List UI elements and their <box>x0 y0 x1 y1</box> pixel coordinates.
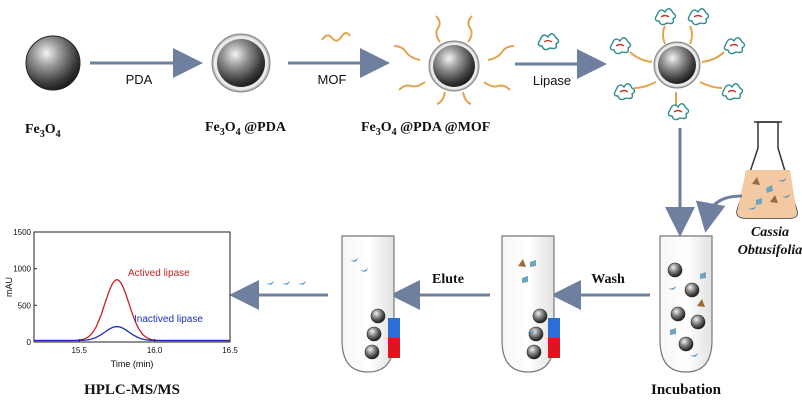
fe3o4-pda-mof-label: Fe3O4 @PDA @MOF <box>361 120 490 138</box>
flask-arrow <box>695 194 743 233</box>
y-tick-label: 0 <box>27 338 32 347</box>
fe3o4-particle <box>25 35 81 91</box>
mof-ligand-icon <box>321 32 351 42</box>
ligand-icon <box>282 281 290 285</box>
compound-icons <box>748 177 790 210</box>
elute-tube <box>341 235 400 373</box>
y-ticks: 0 500 1000 1500 <box>13 228 37 347</box>
fe3o4-pda-label: Fe3O4 @PDA <box>205 120 287 138</box>
series-inactive-label: Inactived lipase <box>134 314 203 325</box>
lipase-arrow: Lipase <box>515 33 607 88</box>
lipase-arrow-label: Lipase <box>533 73 571 88</box>
x-axis-label: Time (min) <box>111 359 154 369</box>
ligand-icon <box>298 281 306 285</box>
hplc-label: HPLC-MS/MS <box>84 382 180 398</box>
cassia-flask <box>736 121 798 219</box>
x-tick-label: 15.5 <box>71 346 87 355</box>
x-tick-label: 16.5 <box>222 346 238 355</box>
series-active-line <box>34 279 230 342</box>
magnet-south <box>388 338 400 358</box>
elute-arrow: Elute <box>390 272 490 310</box>
x-ticks: 15.5 16.0 16.5 <box>71 339 238 355</box>
fe3o4-pda-mof-particle <box>393 15 515 105</box>
magnet-north <box>388 318 400 338</box>
wash-tube <box>501 235 560 373</box>
series-inactive-line <box>34 325 230 342</box>
pda-arrow: PDA <box>90 48 203 87</box>
to-hplc-arrow <box>229 280 328 310</box>
mof-arrow-label: MOF <box>318 72 347 87</box>
mof-arrow: MOF <box>288 32 390 87</box>
y-tick-label: 1500 <box>13 228 31 237</box>
fe3o4-pda-particle <box>211 33 271 93</box>
elute-arrow-label: Elute <box>432 272 464 287</box>
wash-arrow-label: Wash <box>591 272 625 287</box>
immobilized-lipase-particle <box>609 8 746 121</box>
y-tick-label: 500 <box>18 301 32 310</box>
ligand-icon <box>266 281 274 285</box>
x-tick-label: 16.0 <box>147 346 163 355</box>
wash-arrow: Wash <box>551 272 650 310</box>
magnet-south <box>548 338 560 358</box>
fe3o4-label: Fe3O4 <box>25 122 61 140</box>
incubation-tube <box>659 235 713 373</box>
magnet-north <box>548 318 560 338</box>
series-active-label: Actived lipase <box>128 268 190 279</box>
incubation-label: Incubation <box>651 382 722 398</box>
pda-arrow-label: PDA <box>126 72 153 87</box>
flask-label-line2: Obtusifolia <box>738 243 802 258</box>
lipase-enzyme-icon <box>537 33 560 51</box>
flask-label-line1: Cassia <box>751 225 789 240</box>
y-tick-label: 1000 <box>13 265 31 274</box>
y-axis-label: mAU <box>4 277 14 297</box>
chromatogram: mAU Time (min) 0 500 1000 1500 15.5 16.0 16.5… <box>4 228 238 369</box>
